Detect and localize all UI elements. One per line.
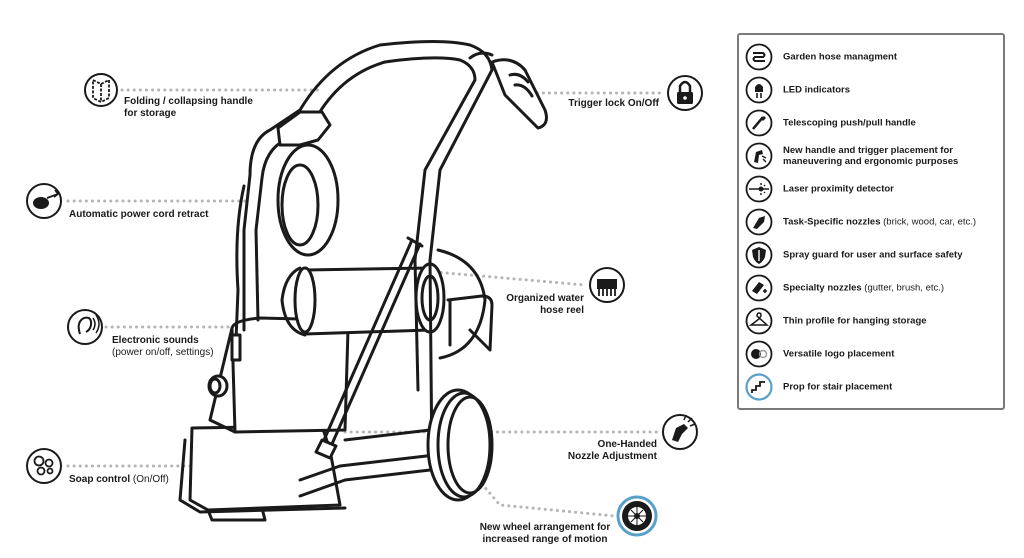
callout-power-cord-line1: Automatic power cord retract <box>69 209 209 220</box>
washer-body <box>230 316 350 434</box>
spray-gun-icon <box>745 142 773 170</box>
leader-lines <box>66 88 666 518</box>
callout-electronic-sounds: Electronic sounds (power on/off, setting… <box>112 335 214 359</box>
soap-bubbles-icon <box>26 448 62 484</box>
specialty-nozzle-icon <box>745 274 773 302</box>
nozzle-icon <box>745 208 773 236</box>
legend-item: Specialty nozzles (gutter, brush, etc.) <box>745 274 1001 302</box>
callout-power-cord: Automatic power cord retract <box>69 209 208 221</box>
legend-label: Telescoping push/pull handle <box>783 117 916 129</box>
callout-folding-handle-line1: Folding / collapsing handle <box>124 96 253 107</box>
legend-item: Versatile logo placement <box>745 340 1001 368</box>
legend-label: Laser proximity detector <box>783 183 894 195</box>
washer-base <box>188 424 342 512</box>
logo-icon <box>745 340 773 368</box>
legend-item: Thin profile for hanging storage <box>745 307 1001 335</box>
folding-handle-icon <box>84 73 118 107</box>
leader-wheel <box>468 468 617 518</box>
leader-hose-reel <box>433 270 587 287</box>
legend-item: Spray guard for user and surface safety <box>745 241 1001 269</box>
legend-label: Thin profile for hanging storage <box>783 315 927 327</box>
legend-item: LED indicators <box>745 76 1001 104</box>
stairs-icon <box>745 373 773 401</box>
callout-soap: Soap control (On/Off) <box>69 474 169 486</box>
feature-legend: Garden hose managment LED indicators Tel… <box>737 33 1005 410</box>
telescoping-handle-icon <box>745 109 773 137</box>
legend-label: Specialty nozzles <box>783 282 862 294</box>
callout-folding-handle: Folding / collapsing handle for storage <box>124 96 253 120</box>
legend-label: Garden hose managment <box>783 51 898 63</box>
callout-hose-reel-line2: hose reel <box>540 305 584 316</box>
legend-label: LED indicators <box>783 84 851 96</box>
callout-nozzle-adjust-line1: One-Handed <box>597 439 657 450</box>
callout-icons <box>26 73 703 537</box>
padlock-icon <box>667 75 703 111</box>
legend-label: Spray guard for user and surface safety <box>783 249 963 261</box>
laser-icon <box>745 175 773 203</box>
ear-sound-icon <box>67 309 103 345</box>
callout-wheel: New wheel arrangement for increased rang… <box>470 522 620 546</box>
legend-label-line2: maneuvering and ergonomic purposes <box>783 156 959 167</box>
legend-note: (gutter, brush, etc.) <box>861 282 945 294</box>
legend-item: Task-Specific nozzles (brick, wood, car,… <box>745 208 1001 236</box>
callout-trigger-lock: Trigger lock On/Off <box>556 98 659 110</box>
legend-label: New handle and trigger placement for <box>783 145 953 156</box>
legend-item: Telescoping push/pull handle <box>745 109 1001 137</box>
hanger-icon <box>745 307 773 335</box>
callout-nozzle-adjust-line2: Nozzle Adjustment <box>567 451 657 462</box>
hand-nozzle-icon <box>662 414 698 450</box>
callout-hose-reel: Organized water hose reel <box>480 293 584 317</box>
legend-item: Laser proximity detector <box>745 175 1001 203</box>
pressure-washer <box>178 40 548 522</box>
washer-base-edge <box>178 438 347 514</box>
garden-hose-icon <box>745 43 773 71</box>
shield-icon <box>745 241 773 269</box>
wheel-icon <box>616 495 658 537</box>
callout-soap-line1: Soap control <box>69 474 131 485</box>
callout-soap-note: (On/Off) <box>130 474 169 485</box>
callout-electronic-sounds-line2: (power on/off, settings) <box>112 347 214 358</box>
callout-wheel-line2: increased range of motion <box>482 534 608 545</box>
callout-nozzle-adjust: One-Handed Nozzle Adjustment <box>545 439 657 463</box>
legend-item: Prop for stair placement <box>745 373 1001 401</box>
callout-electronic-sounds-line1: Electronic sounds <box>112 335 199 346</box>
legend-item: New handle and trigger placement for man… <box>745 142 1001 170</box>
callout-hose-reel-line1: Organized water <box>506 293 584 304</box>
legend-label: Prop for stair placement <box>783 381 893 393</box>
legend-label: Versatile logo placement <box>783 348 895 360</box>
legend-note: (brick, wood, car, etc.) <box>880 216 977 228</box>
washer-body-side <box>208 326 237 434</box>
legend-item: Garden hose managment <box>745 43 1001 71</box>
hose-reel-icon <box>589 267 625 303</box>
callout-wheel-line1: New wheel arrangement for <box>479 522 611 533</box>
legend-label: Task-Specific nozzles <box>783 216 881 228</box>
cord-retract-icon <box>26 183 62 219</box>
callout-folding-handle-line2: for storage <box>124 108 177 119</box>
callout-trigger-lock-line1: Trigger lock On/Off <box>568 98 659 109</box>
led-icon <box>745 76 773 104</box>
